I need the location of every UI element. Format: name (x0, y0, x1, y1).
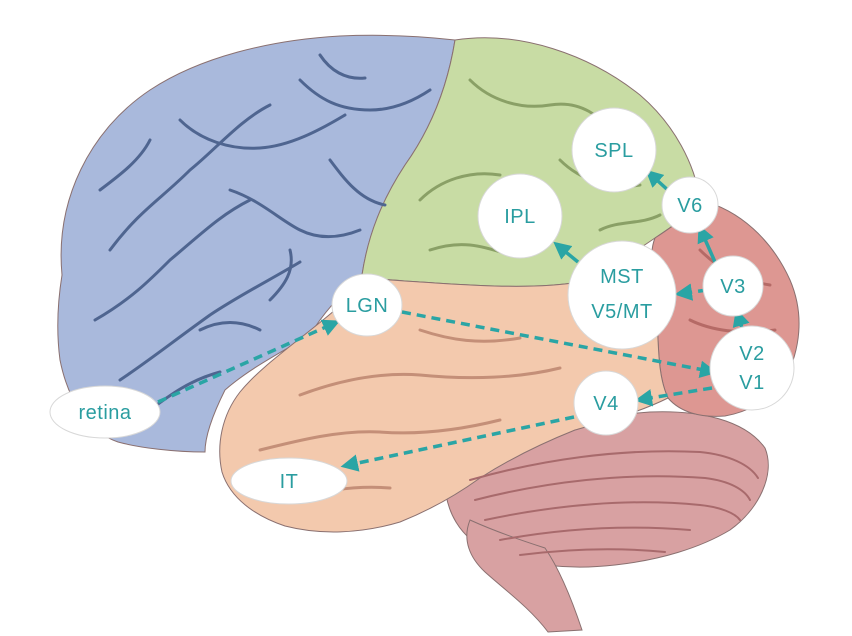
brainstem (466, 519, 583, 633)
node-lgn: LGN (331, 273, 403, 337)
connection-v3-to-v5mt (674, 283, 708, 301)
node-ipl: IPL (477, 173, 563, 259)
node-ipl-label: IPL (504, 206, 536, 228)
node-v4-label: V4 (593, 393, 618, 415)
brain-sulci (93, 53, 432, 412)
node-v6-label: V6 (677, 195, 702, 217)
node-spl: SPL (571, 107, 657, 193)
node-retina: retina (49, 385, 161, 439)
node-v5mt-label: V5/MT (591, 301, 652, 323)
node-v3: V3 (702, 255, 764, 317)
node-v4: V4 (573, 370, 639, 436)
brain-illustration (57, 34, 800, 633)
connection-lgn-to-v1 (401, 310, 718, 378)
node-v2-v1: V2 V1 (709, 325, 795, 411)
node-v6: V6 (661, 176, 719, 234)
node-lgn-label: LGN (346, 295, 389, 317)
connection-v2-to-v4 (634, 386, 713, 407)
node-v2-label: V2 (739, 343, 764, 365)
node-v3-label: V3 (720, 276, 745, 298)
connection-v4-to-it (340, 415, 575, 472)
connection-mst-to-ipl (553, 241, 580, 264)
pathway-nodes: retina LGN V2 V1 V3 V6 SPL IPL MS (49, 107, 795, 505)
node-it-label: IT (280, 471, 299, 493)
node-it: IT (230, 457, 348, 505)
cerebellum-folia (469, 450, 759, 556)
connection-v3-to-v6 (697, 224, 717, 263)
node-mst-label: MST (600, 266, 644, 288)
node-spl-label: SPL (594, 140, 633, 162)
connection-retina-to-lgn (157, 319, 341, 404)
node-retina-label: retina (78, 402, 131, 424)
node-mst-v5mt: MST V5/MT (567, 240, 677, 350)
connection-v6-to-spl (645, 169, 672, 194)
node-v1-label: V1 (739, 372, 764, 394)
